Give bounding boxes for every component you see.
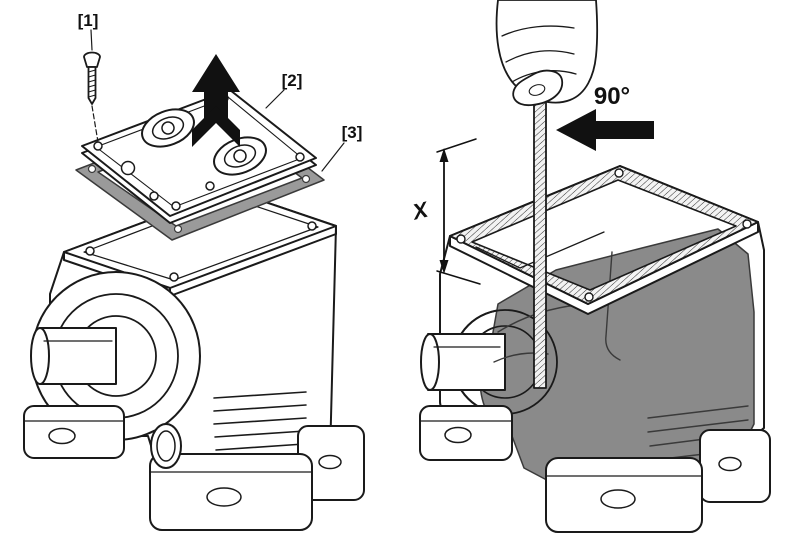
screw xyxy=(83,51,101,143)
cover-boss-1 xyxy=(141,108,195,148)
foot-bolt-hole xyxy=(318,454,342,470)
label-screw: [1] xyxy=(78,11,99,30)
label-cover: [2] xyxy=(282,71,303,90)
foot-bolt-hole xyxy=(600,489,636,509)
foot-bolt-hole xyxy=(444,426,472,444)
output-shaft xyxy=(39,327,117,385)
screw-head xyxy=(83,51,101,68)
thumb xyxy=(512,69,563,106)
gearbox-housing-left xyxy=(23,189,365,531)
gasket-surface-hatch xyxy=(450,166,758,304)
foot-bolt-hole xyxy=(718,456,742,472)
dimension-arrow-bottom xyxy=(439,260,449,274)
mounting-feet xyxy=(419,405,771,533)
screw-threads xyxy=(88,69,96,98)
leader-line-3 xyxy=(321,142,345,172)
rim-bolt-holes xyxy=(456,168,752,302)
callout-labels-left: [1] [2] [3] xyxy=(78,11,363,172)
shaft-end-cap xyxy=(30,327,50,385)
cover-plate xyxy=(81,89,317,224)
rim-inner-edge xyxy=(471,179,737,291)
leader-line-2 xyxy=(265,89,285,109)
hand xyxy=(495,0,599,106)
interior-wall-lines xyxy=(475,231,605,269)
angle-label: 90° xyxy=(594,83,630,110)
mounting-feet xyxy=(23,405,365,531)
dipstick xyxy=(533,59,547,389)
dipstick-rod xyxy=(533,59,547,389)
cooling-ribs xyxy=(213,391,307,451)
dimension-arrow-top xyxy=(439,148,449,162)
up-arrow-icon xyxy=(192,54,240,147)
angle-annotation: 90° xyxy=(556,83,654,151)
leader-line-1 xyxy=(90,29,93,51)
dimension-tick-bottom xyxy=(436,270,481,285)
output-shaft-right xyxy=(420,333,506,391)
left-figure: [1] [2] [3] xyxy=(23,11,365,531)
label-gasket: [3] xyxy=(342,123,363,142)
dimension-label: X xyxy=(408,196,432,225)
dimension-tick-top xyxy=(436,138,477,153)
drain-loop-inner xyxy=(156,430,176,462)
foot-bolt-hole xyxy=(48,427,76,445)
foot-bolt-hole xyxy=(206,487,242,507)
screw-axis-dashed xyxy=(91,105,99,143)
dimension-x: X xyxy=(408,138,481,285)
left-arrow-icon xyxy=(556,109,654,151)
thumbnail xyxy=(528,84,546,96)
cover-boss-2 xyxy=(213,136,267,176)
right-figure: 90° X xyxy=(408,0,771,533)
open-top-rim xyxy=(449,165,759,315)
